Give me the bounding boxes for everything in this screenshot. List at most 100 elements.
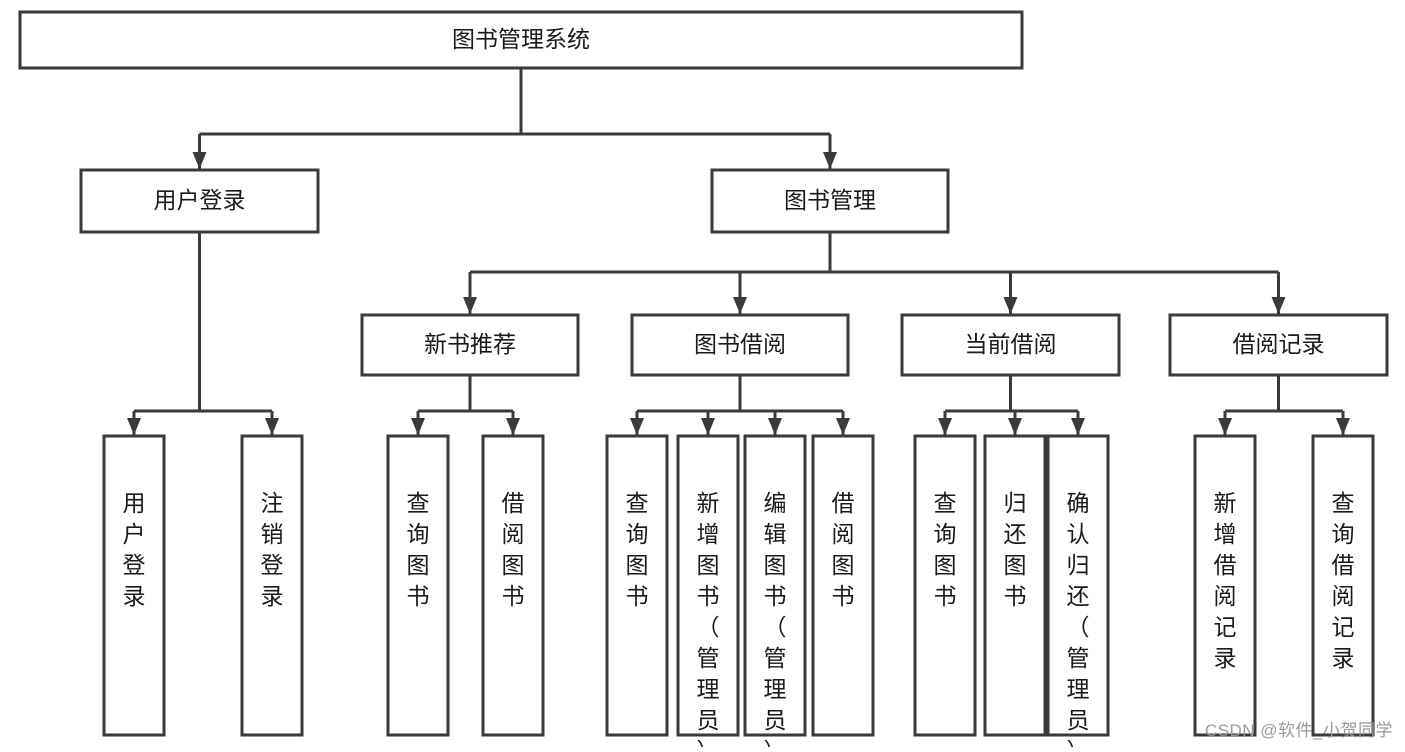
node-box[interactable] [18, 10, 1024, 70]
node-label-glyph: 书 [934, 583, 957, 609]
node-new-book-recommend[interactable]: 新书推荐 [360, 313, 580, 377]
node-label-glyph: 登 [261, 552, 284, 578]
node-label-glyph: 查 [1332, 490, 1355, 516]
node-label-glyph: 员 [1067, 707, 1090, 733]
node-label-glyph: 询 [1332, 521, 1355, 547]
node-user-login[interactable]: 用户登录 [79, 168, 320, 234]
arrow-head-icon [127, 418, 141, 435]
node-book-management[interactable]: 图书管理 [710, 168, 950, 234]
node-label-glyph: 理 [697, 676, 720, 702]
node-label-glyph: 借 [1214, 552, 1237, 578]
node-box[interactable] [386, 434, 450, 737]
node-label: 借阅记录 [1233, 331, 1325, 357]
arrow-head-icon [836, 418, 850, 435]
node-label-glyph: 书 [697, 583, 720, 609]
node-label-glyph: （ [1067, 614, 1090, 640]
node-box[interactable] [983, 434, 1047, 737]
node-label-glyph: 员 [764, 707, 787, 733]
arrow-head-icon [1003, 297, 1018, 314]
node-box[interactable] [811, 434, 875, 737]
arrow-head-icon [506, 418, 520, 435]
node-root[interactable]: 图书管理系统 [18, 10, 1024, 70]
node-label-glyph: 录 [1332, 645, 1355, 671]
node-box[interactable] [1046, 434, 1110, 737]
node-label-glyph: 用 [123, 490, 146, 516]
node-label-glyph: 查 [934, 490, 957, 516]
connector-layer [127, 68, 1350, 435]
node-label-glyph: 书 [764, 583, 787, 609]
node-box[interactable] [913, 434, 977, 737]
node-box[interactable] [630, 313, 850, 377]
watermark-text: CSDN @软件_小贺同学 [1204, 721, 1393, 740]
node-box[interactable] [710, 168, 950, 234]
node-label-glyph: 管 [697, 645, 720, 671]
node-label: 当前借阅 [965, 331, 1057, 357]
node-box[interactable] [1311, 434, 1375, 737]
arrow-head-icon [701, 418, 715, 435]
node-box[interactable] [743, 434, 807, 737]
node-label: 图书管理系统 [452, 26, 590, 52]
node-label-glyph: 阅 [1214, 583, 1237, 609]
node-label-glyph: 图 [407, 552, 430, 578]
node-label-glyph: 管 [1067, 645, 1090, 671]
node-label-glyph: 借 [1332, 552, 1355, 578]
node-label-glyph: 查 [626, 490, 649, 516]
node-box[interactable] [900, 313, 1121, 377]
node-label-glyph: 还 [1067, 583, 1090, 609]
arrow-head-icon [463, 297, 477, 314]
node-label-glyph: 员 [697, 707, 720, 733]
node-leaf-user-login[interactable]: 用户登录 [102, 434, 166, 737]
node-label-glyph: 编 [764, 490, 787, 516]
node-label-glyph: 借 [502, 490, 525, 516]
node-label: 新书推荐 [424, 331, 516, 357]
arrow-head-icon [938, 418, 952, 435]
node-box[interactable] [1168, 313, 1389, 377]
node-label-glyph: 新 [697, 490, 720, 516]
node-borrow-record[interactable]: 借阅记录 [1168, 313, 1389, 377]
node-label-glyph: 记 [1214, 614, 1237, 640]
node-label-glyph: ） [697, 738, 720, 747]
node-label-glyph: 归 [1067, 552, 1090, 578]
node-label-glyph: 图 [934, 552, 957, 578]
node-book-borrow[interactable]: 图书借阅 [630, 313, 850, 377]
node-label-glyph: 录 [123, 583, 146, 609]
node-label-glyph: 图 [626, 552, 649, 578]
node-box[interactable] [481, 434, 545, 737]
node-box[interactable] [102, 434, 166, 737]
node-label-glyph: 新 [1214, 490, 1237, 516]
node-label-glyph: 阅 [832, 521, 855, 547]
node-box[interactable] [79, 168, 320, 234]
node-label-glyph: 书 [407, 583, 430, 609]
node-layer: 图书管理系统用户登录图书管理新书推荐图书借阅当前借阅借阅记录用户登录注销登录查询… [18, 10, 1389, 752]
node-box[interactable] [360, 313, 580, 377]
node-label-glyph: （ [764, 614, 787, 640]
node-box[interactable] [676, 434, 740, 737]
node-label: 用户登录 [154, 187, 246, 213]
node-label: 图书借阅 [694, 331, 786, 357]
node-box[interactable] [240, 434, 304, 737]
arrow-head-icon [1071, 418, 1085, 435]
node-current-borrow[interactable]: 当前借阅 [900, 313, 1121, 377]
node-box[interactable] [1193, 434, 1257, 737]
node-label-glyph: 图 [697, 552, 720, 578]
node-box[interactable] [605, 434, 669, 737]
node-label-glyph: ） [1067, 738, 1090, 747]
node-label-glyph: 确 [1067, 490, 1090, 516]
arrow-head-icon [630, 418, 644, 435]
arrow-head-icon [768, 418, 782, 435]
node-label-glyph: 书 [832, 583, 855, 609]
node-label-glyph: 记 [1332, 614, 1355, 640]
